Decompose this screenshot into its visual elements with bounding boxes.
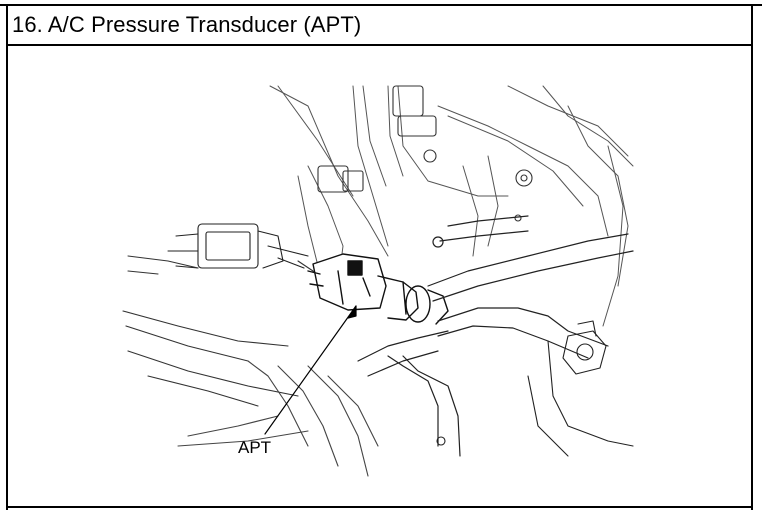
frame-border-top — [0, 4, 762, 6]
apt-illustration: APT — [8, 46, 751, 506]
upper-bracket — [317, 85, 533, 222]
background-structure — [269, 85, 634, 327]
frame-border-left — [6, 4, 8, 510]
procedure-title: 16. A/C Pressure Transducer (APT) — [12, 12, 362, 37]
refrigerant-lines — [357, 215, 634, 457]
mounting-bolt — [436, 320, 634, 457]
header-divider — [6, 44, 753, 46]
lower-struts — [177, 360, 379, 477]
frame-border-right — [751, 4, 753, 510]
wiring-harness — [122, 255, 327, 407]
engine-bay-line-drawing — [122, 85, 634, 477]
procedure-header: 16. A/C Pressure Transducer (APT) — [8, 6, 751, 44]
apt-sensor — [307, 253, 449, 325]
left-harness-connector — [167, 223, 309, 269]
frame-border-bottom — [6, 506, 753, 508]
apt-callout-label: APT — [238, 438, 272, 457]
apt-leader-line — [264, 305, 357, 435]
